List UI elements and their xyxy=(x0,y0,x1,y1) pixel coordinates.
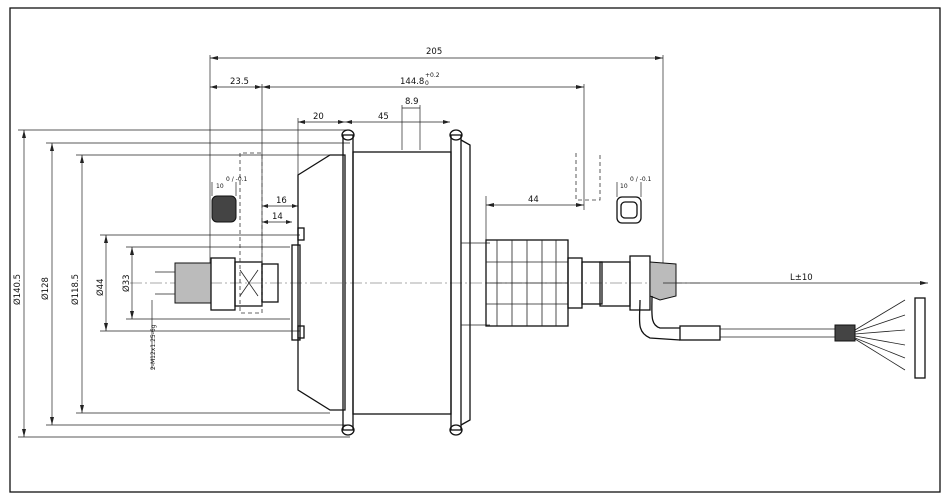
dimension-45: 45 xyxy=(345,112,450,124)
flat-slot-right-tol: 0 / -0.1 xyxy=(630,176,652,183)
dimension-16: 16 xyxy=(262,196,298,208)
cable-length-label: L±10 xyxy=(790,273,813,283)
motor-shell xyxy=(291,129,490,436)
dimension-20: 20 xyxy=(297,112,345,350)
dia-118-5: Ø118.5 xyxy=(70,154,330,414)
dia-128: Ø128 xyxy=(40,142,350,426)
dia-33-label: Ø33 xyxy=(121,274,132,292)
dim-45-label: 45 xyxy=(378,112,389,122)
drawing-frame xyxy=(9,7,941,493)
motor-cable xyxy=(679,297,926,379)
dim-144-8-label: 144.8 xyxy=(400,77,424,87)
dia-118-5-label: Ø118.5 xyxy=(70,274,81,305)
dimension-cable-length: L±10 xyxy=(663,273,928,285)
left-dropout-hidden xyxy=(239,152,263,314)
dim-205-label: 205 xyxy=(426,47,442,57)
dim-44-label: 44 xyxy=(528,195,539,205)
flat-slot-right-label: 10 xyxy=(620,183,628,190)
dia-140-5: Ø140.5 xyxy=(12,129,350,438)
dim-144-8-tol-upper: +0.2 xyxy=(425,72,440,79)
right-axle xyxy=(599,255,681,341)
flat-slot-left-label: 10 xyxy=(216,183,224,190)
right-axle-flat-detail: 10 0 / -0.1 xyxy=(616,176,652,224)
flat-slot-left-tol: 0 / -0.1 xyxy=(226,176,248,183)
dim-23-5-label: 23.5 xyxy=(230,77,249,87)
freewheel xyxy=(485,239,603,327)
dia-44: Ø44 xyxy=(95,234,300,332)
right-dropout-hidden xyxy=(575,153,601,201)
dia-33: Ø33 xyxy=(121,246,290,320)
dimension-144-8: 144.8 +0.2 0 xyxy=(262,72,585,210)
thread-spec-label: 2-M12x1.25-6g xyxy=(150,324,157,370)
left-axle-flat-detail: 10 0 / -0.1 xyxy=(211,176,248,223)
dim-14-label: 14 xyxy=(272,212,283,222)
dim-20-label: 20 xyxy=(313,112,324,122)
left-axle xyxy=(155,257,279,311)
dia-44-label: Ø44 xyxy=(95,278,106,296)
dimension-14: 14 xyxy=(262,212,292,224)
dimension-8-9: 8.9 xyxy=(401,97,421,150)
dim-8-9-label: 8.9 xyxy=(405,97,419,107)
dim-16-label: 16 xyxy=(276,196,287,206)
dimension-205: 205 xyxy=(209,47,664,290)
dia-128-label: Ø128 xyxy=(40,277,51,300)
dim-144-8-tol-lower: 0 xyxy=(425,80,429,87)
dia-140-5-label: Ø140.5 xyxy=(12,274,23,305)
dimension-44: 44 xyxy=(485,195,584,240)
